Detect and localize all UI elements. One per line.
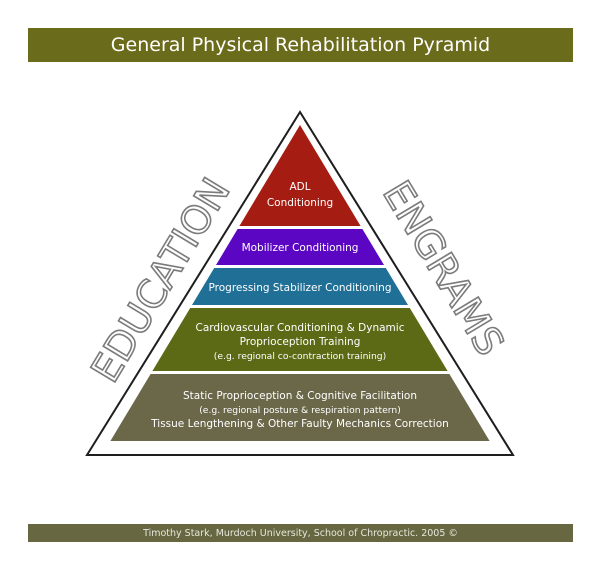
tier-adl <box>239 125 361 226</box>
tier-static-proprioception-label: (e.g. regional posture & respiration pat… <box>199 405 401 416</box>
tier-stabilizer <box>192 268 408 305</box>
tier-cardiovascular-label: Cardiovascular Conditioning & Dynamic <box>196 322 405 334</box>
tier-adl-label: Conditioning <box>267 197 333 209</box>
credit-text: Timothy Stark, Murdoch University, Schoo… <box>143 527 458 539</box>
tier-mobilizer <box>216 229 384 265</box>
footer-bar: Timothy Stark, Murdoch University, Schoo… <box>28 524 573 542</box>
tier-mobilizer-label: Mobilizer Conditioning <box>242 242 359 254</box>
tier-static-proprioception-label: Static Proprioception & Cognitive Facili… <box>183 390 417 402</box>
tier-cardiovascular-label: Proprioception Training <box>240 336 361 348</box>
tier-static-proprioception-label: Tissue Lengthening & Other Faulty Mechan… <box>150 418 449 430</box>
title-bar: General Physical Rehabilitation Pyramid <box>28 28 573 62</box>
tier-adl-label: ADL <box>289 181 310 193</box>
tier-cardiovascular <box>152 308 448 371</box>
tier-stabilizer-label: Progressing Stabilizer Conditioning <box>209 282 392 294</box>
tier-static-proprioception <box>110 374 490 441</box>
tier-cardiovascular-label: (e.g. regional co-contraction training) <box>214 351 386 362</box>
page-title: General Physical Rehabilitation Pyramid <box>110 34 491 56</box>
